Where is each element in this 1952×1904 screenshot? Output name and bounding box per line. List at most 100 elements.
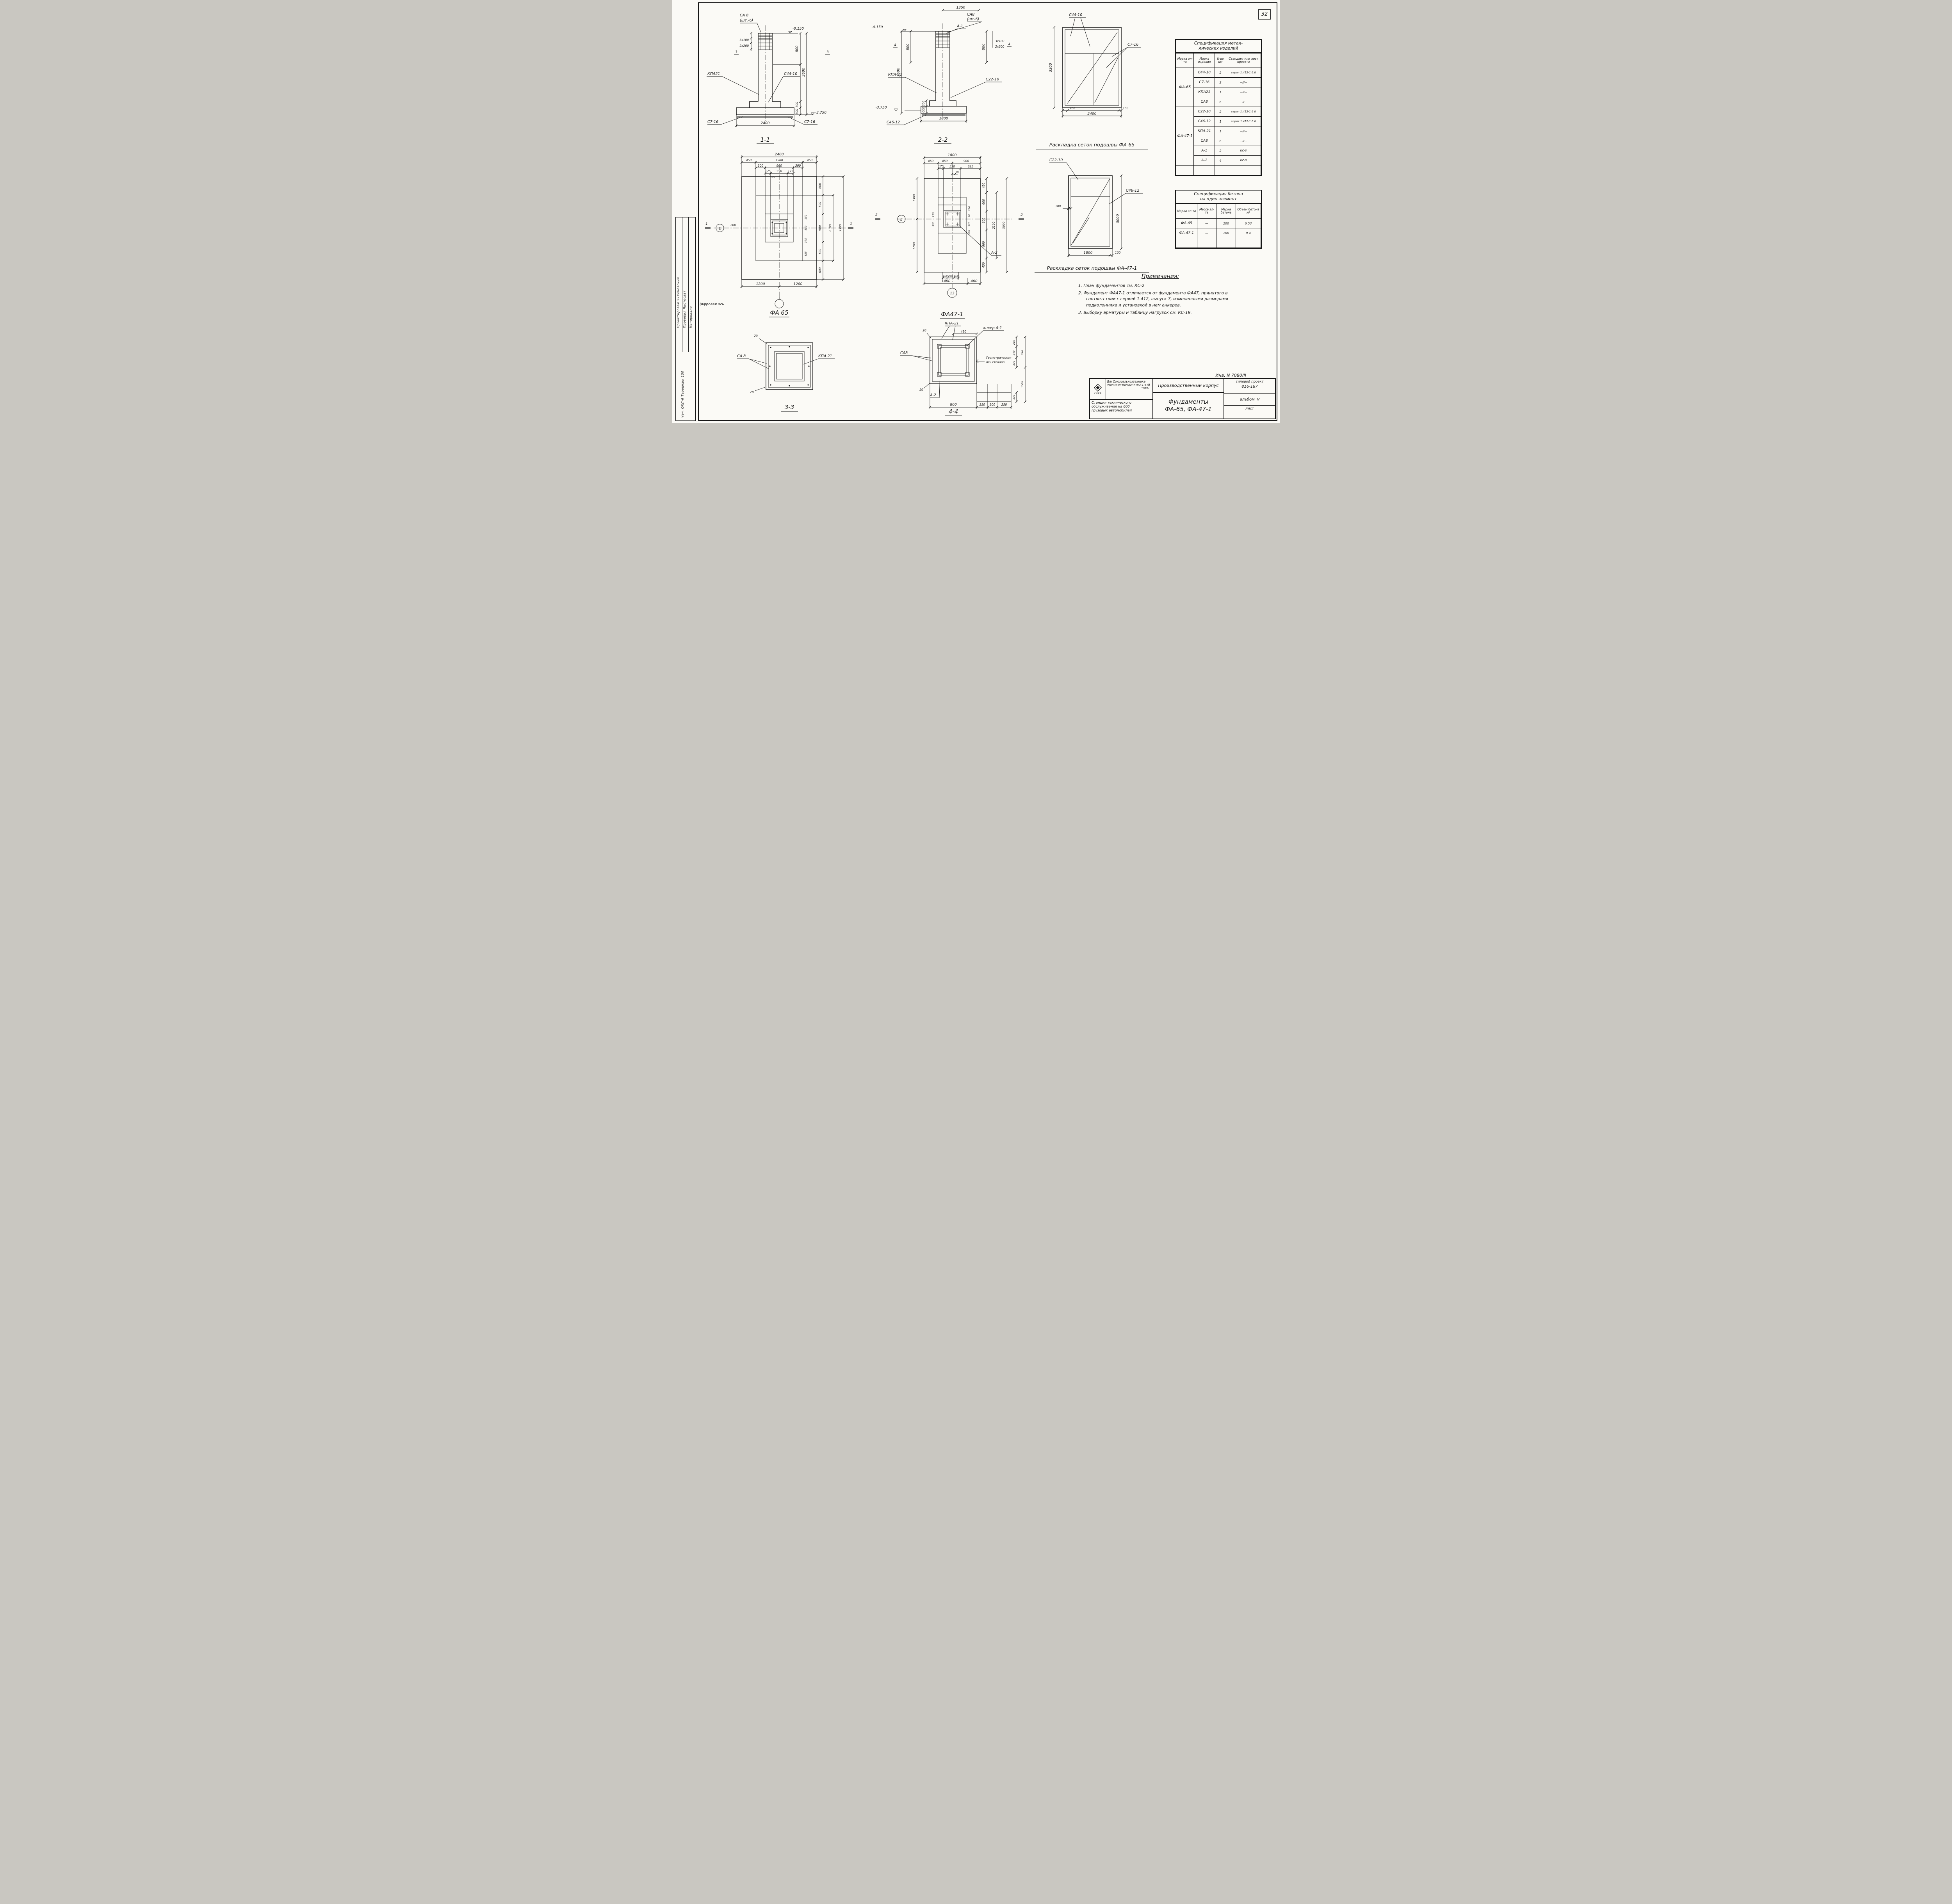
cell-item: КПА-21 bbox=[1193, 126, 1215, 137]
sheet-number: 32 bbox=[1258, 9, 1271, 20]
dim-label: 20 bbox=[919, 388, 923, 392]
dim-label: 2400 bbox=[1088, 112, 1097, 116]
dim-label: 3300 bbox=[839, 224, 842, 232]
dim-label: 100 bbox=[1115, 251, 1121, 255]
cell-mass: — bbox=[1197, 228, 1217, 239]
callout-sa8: СА 8 bbox=[740, 13, 748, 18]
dim-label: 3600 bbox=[802, 68, 806, 77]
mesh-layout-fa47-drawing: С22-10 С46-12 100 3000 100 1800 Раскладк… bbox=[1035, 158, 1149, 273]
notes-block: Примечания: 1. План фундаментов см. КС-2… bbox=[1078, 273, 1242, 317]
dim-label: 300 bbox=[922, 101, 925, 107]
dim-label: 1200 bbox=[756, 282, 765, 286]
notes-title: Примечания: bbox=[1142, 273, 1179, 280]
signature-row: Проектировал Эктимовский bbox=[677, 277, 680, 328]
section-2-2-drawing: 1350 СА8 (шт-6) А-1 -0.150 4 4 3х100 2х2… bbox=[871, 6, 1012, 144]
dim-label: 3600 bbox=[897, 68, 901, 77]
section-1-1-linework bbox=[707, 23, 830, 144]
dim-label: 600 bbox=[982, 199, 985, 205]
cell-mark: ФА-47-1 bbox=[1176, 228, 1197, 239]
cell-item: С22-10 bbox=[1193, 107, 1215, 117]
cell-volume: 6.53 bbox=[1235, 218, 1261, 229]
cut-mark-label: 2 bbox=[1021, 213, 1023, 217]
callout-kpa21: КПА 21 bbox=[818, 354, 832, 358]
col-header-std: Стандарт или лист проекта bbox=[1226, 53, 1261, 68]
empty-cell bbox=[1215, 165, 1227, 176]
org-name-line1: В/о Союзсельхозтехника bbox=[1107, 380, 1146, 383]
table-row: СА8 6 —//— bbox=[1176, 136, 1261, 146]
cell-item: СА8 bbox=[1193, 97, 1215, 107]
title-block-object-column: Производственный корпус Фундаменты ФА-65… bbox=[1153, 379, 1224, 419]
view-title-4-4: 4-4 bbox=[949, 408, 958, 415]
callout-s46-12: С46-12 bbox=[1126, 189, 1139, 193]
dim-label: 200 bbox=[948, 274, 953, 278]
inventory-number: Инв. N 7080/II bbox=[1215, 373, 1246, 378]
dim-label: 250 bbox=[980, 403, 985, 406]
dim-label: 200 bbox=[730, 223, 736, 227]
dim-label: 100 bbox=[1055, 205, 1061, 208]
cell-item: А-1 bbox=[1193, 146, 1215, 156]
cell-std: серия 1.412-1.6.II bbox=[1226, 68, 1261, 78]
project-number-cell: типовой проект 816-187 bbox=[1224, 379, 1275, 394]
col-header-volume: Объем бетона м³ bbox=[1235, 204, 1261, 219]
dim-label: 900 bbox=[818, 225, 822, 231]
sheet-title: Фундаменты ФА-65, ФА-47-1 bbox=[1153, 393, 1224, 419]
dim-label: 300 bbox=[758, 164, 764, 167]
cell-item: С7-16 bbox=[1193, 77, 1215, 88]
dim-label: 175 bbox=[788, 169, 794, 173]
cell-grade: 200 bbox=[1216, 228, 1236, 239]
dim-label: 2400 bbox=[761, 121, 770, 125]
level-mark: -0.150 bbox=[793, 27, 804, 31]
dim-label: 1400 bbox=[942, 280, 951, 283]
dim-label: 100 bbox=[1123, 107, 1129, 110]
plan-fa47-drawing: 1800 450 450 900 175 550 625 90 Е 13 130… bbox=[875, 153, 1024, 319]
empty-cell bbox=[1193, 165, 1215, 176]
note-item: 3. Выборку арматуры и таблицу нагрузок с… bbox=[1078, 310, 1192, 315]
dim-label: 800 bbox=[795, 45, 799, 52]
section-3-3-linework bbox=[737, 338, 835, 412]
table-row: ФА-65 С44-10 2 серия 1.412-1.6.II bbox=[1175, 68, 1261, 107]
callout-sa8: СА8 bbox=[900, 351, 908, 355]
callout-kpa21: КПА-21 bbox=[945, 321, 959, 326]
callout-kpa21: КПА21 bbox=[707, 72, 720, 76]
cell-std: —//— bbox=[1226, 97, 1261, 107]
section-3-3-drawing: 20 20 СА 8 КПА 21 3-3 bbox=[737, 334, 835, 412]
level-mark: -3.750 bbox=[875, 106, 887, 110]
cell-qty: 2 bbox=[1215, 77, 1227, 88]
plan-fa65-drawing: 2400 450 1500 450 300 900 300 175 550 17… bbox=[698, 153, 853, 317]
cell-grade: 200 bbox=[1216, 218, 1236, 229]
dim-label: 20 bbox=[750, 390, 754, 394]
spec-metal-title: Спецификация метал- лических изделий bbox=[1176, 40, 1261, 53]
cell-item: А-2 bbox=[1193, 155, 1215, 166]
cell-item: КПА21 bbox=[1193, 87, 1215, 98]
callout-a2: А-2 bbox=[991, 251, 997, 255]
callout-sa8-qty: (шт.-6) bbox=[740, 18, 753, 23]
axis-caption: Цифровая ось bbox=[698, 303, 724, 306]
table-row bbox=[1175, 165, 1261, 176]
dim-label: 25 bbox=[771, 176, 775, 179]
callout-s46-12: С46-12 bbox=[887, 120, 900, 125]
title-block-org-column: КИЕВ В/о Союзсельхозтехника УКРГИПРОПРОМ… bbox=[1090, 379, 1153, 419]
col-header-mass: Масса эл-та bbox=[1197, 204, 1217, 219]
dim-label: 375 bbox=[804, 238, 807, 243]
project-label: типовой проект bbox=[1236, 380, 1264, 384]
dim-label: 2х200 bbox=[739, 44, 749, 48]
table-row bbox=[1176, 238, 1261, 248]
section-4-4-drawing: КПА-21 анкер А-1 490 20 СА8 Геометрическ… bbox=[900, 321, 1027, 416]
sheet-title-line1: Фундаменты bbox=[1168, 398, 1209, 406]
dim-label: 550 bbox=[932, 222, 935, 226]
dim-label: 450 bbox=[928, 159, 934, 163]
cut-mark-label: 1 bbox=[705, 222, 708, 226]
cell-item: С44-10 bbox=[1193, 68, 1215, 78]
cut-mark-label: 1 bbox=[850, 222, 852, 226]
dim-label: 300 bbox=[795, 164, 801, 167]
dim-label: 3300 bbox=[1049, 63, 1053, 72]
dim-label: 550 bbox=[804, 226, 807, 230]
cell-qty: 4 bbox=[1215, 155, 1227, 166]
dim-label: 600 bbox=[818, 267, 822, 273]
cell-std: КС-3 bbox=[1226, 155, 1261, 166]
dim-label: 90 bbox=[968, 214, 971, 217]
cell-std: серия 1.412-1.6 II bbox=[1226, 107, 1261, 117]
dim-label: 400 bbox=[971, 280, 977, 283]
list-cell: лист bbox=[1245, 407, 1254, 411]
table-row: КПА21 1 —//— bbox=[1176, 87, 1261, 98]
